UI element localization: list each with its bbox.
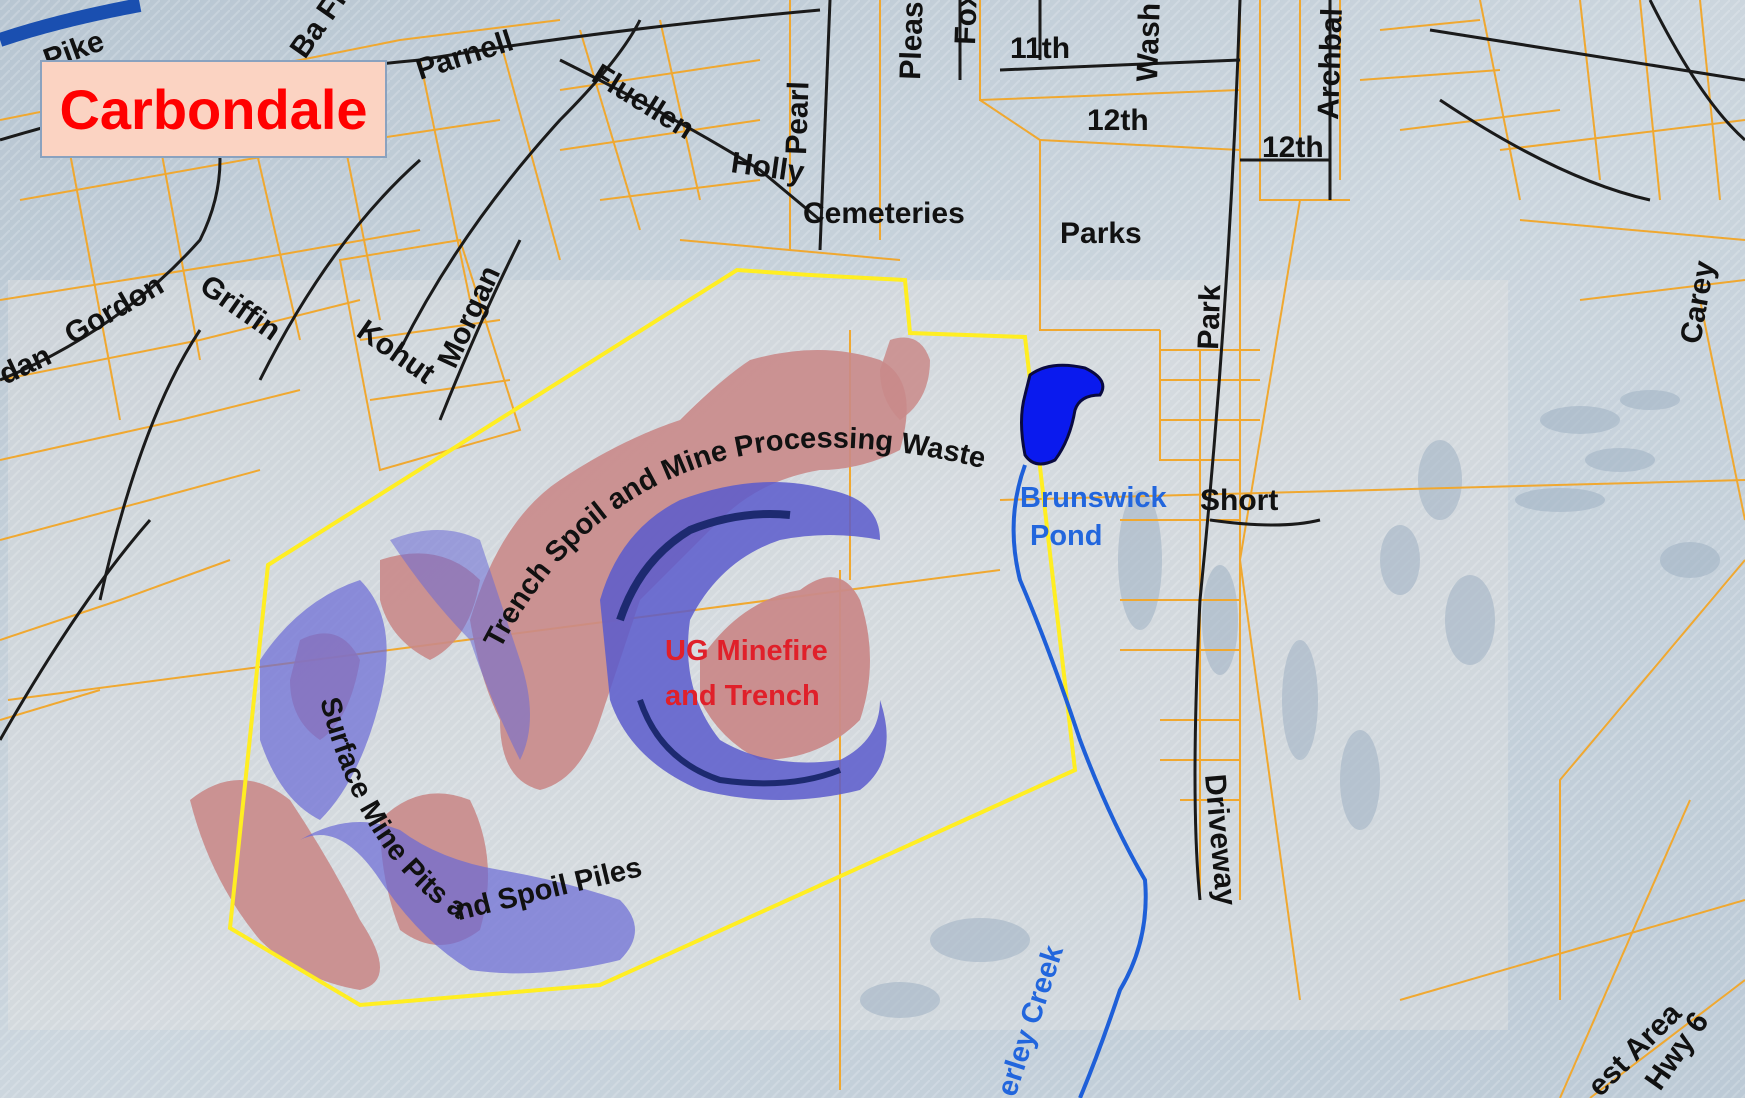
street-label-park: Park bbox=[1192, 284, 1227, 350]
pit-relief bbox=[260, 482, 887, 974]
street-label-11th: 11th bbox=[1010, 32, 1070, 65]
zone-label-ug-trench: and Trench bbox=[665, 680, 820, 712]
street-label-fox: Fox bbox=[949, 0, 984, 45]
street-label-parks: Parks bbox=[1060, 217, 1142, 250]
river bbox=[0, 0, 142, 47]
study-area-boundary bbox=[227, 267, 1078, 1008]
street-label-12th-a: 12th bbox=[1087, 104, 1149, 137]
creek-line[interactable] bbox=[1011, 464, 1148, 1098]
street-label-washington: Wash bbox=[1131, 2, 1167, 82]
street-label-pearl: Pearl bbox=[780, 81, 816, 155]
hillshade-features bbox=[860, 390, 1720, 1018]
water-label-pond: Pond bbox=[1030, 520, 1103, 552]
brunswick-pond[interactable] bbox=[1020, 363, 1105, 466]
street-label-cemeteries: Cemeteries bbox=[803, 197, 965, 230]
zone-label-ug-minefire: UG Minefire bbox=[665, 635, 828, 667]
street-label-short: Short bbox=[1200, 484, 1278, 517]
street-label-archbald: Archbal bbox=[1312, 7, 1349, 120]
map-title: Carbondale bbox=[59, 77, 368, 141]
map-title-box: Carbondale bbox=[40, 60, 387, 158]
street-label-12th-b: 12th bbox=[1262, 131, 1324, 164]
street-label-pleasant: Pleas bbox=[894, 1, 930, 81]
water-label-brunswick: Brunswick bbox=[1020, 482, 1168, 514]
